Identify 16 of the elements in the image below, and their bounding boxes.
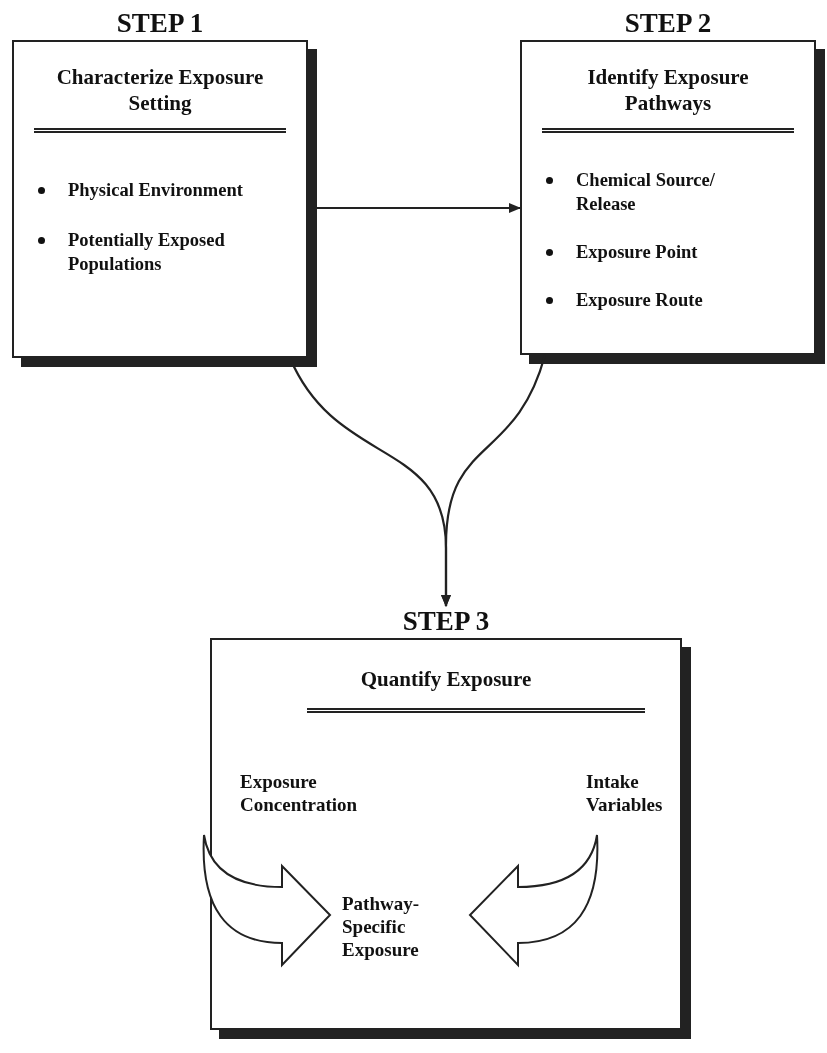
box-title: Identify Exposure Pathways [586, 64, 750, 116]
bullet-text: Exposure Route [576, 290, 703, 310]
block-arrow [469, 834, 599, 966]
step-heading: STEP 3 [401, 606, 491, 636]
label-text: Intake Variables [586, 770, 664, 816]
step-heading: STEP 2 [623, 8, 713, 38]
bullet-text: Chemical Source/ Release [576, 170, 715, 214]
bullet-text: Exposure Point [576, 242, 698, 262]
bullet-text: Physical Environment [68, 180, 243, 200]
box-title: Characterize Exposure Setting [55, 64, 265, 116]
label-text: Exposure Concentration [240, 770, 359, 816]
step-heading: STEP 1 [115, 8, 205, 38]
bullet-text: Potentially Exposed Populations [68, 230, 225, 274]
label-text: Pathway- Specific Exposure [342, 892, 421, 961]
block-arrow [202, 834, 331, 966]
box-title: Quantify Exposure [359, 666, 533, 692]
